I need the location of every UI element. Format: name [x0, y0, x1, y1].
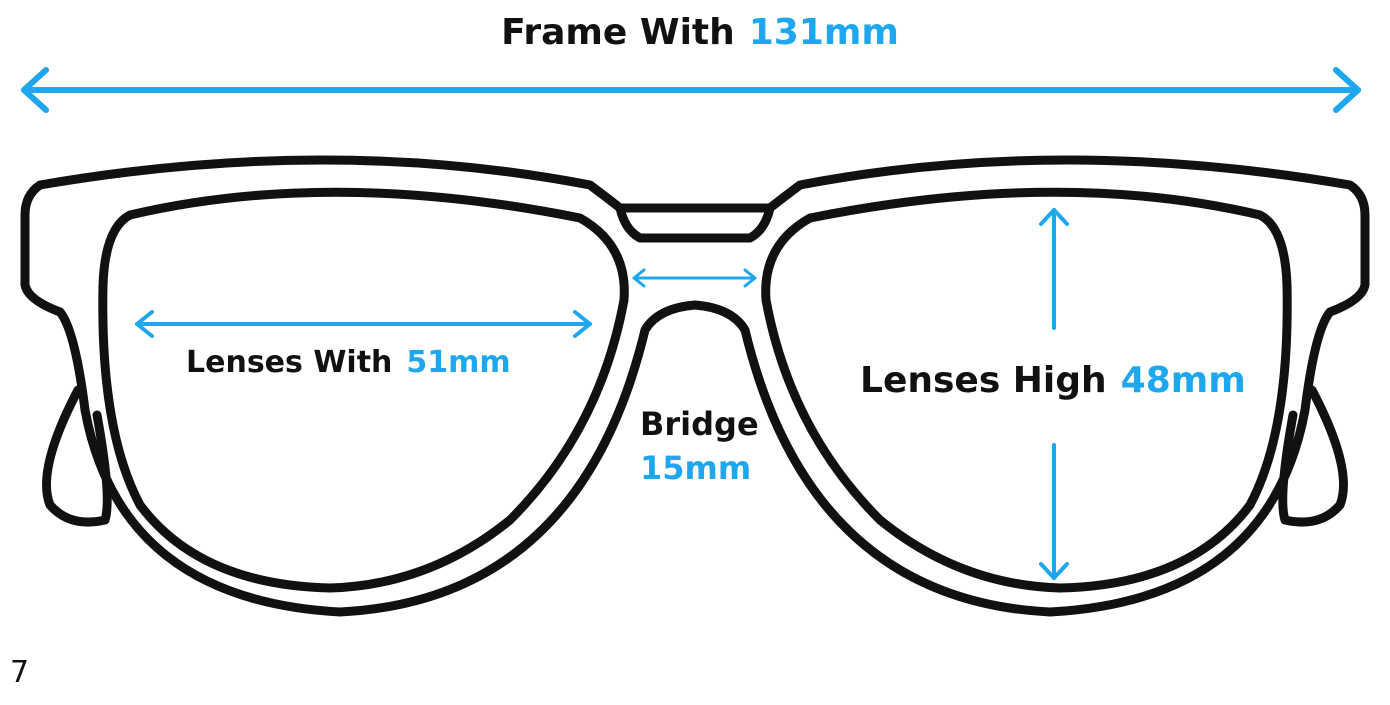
lens-width-text: Lenses With — [186, 345, 393, 380]
lens-height-text: Lenses High — [860, 360, 1107, 401]
frame-width-label: Frame With 131mm — [0, 12, 1390, 53]
frame-outline — [20, 155, 1370, 617]
lens-height-arrow — [1039, 208, 1069, 580]
lens-height-label: Lenses High 48mm — [860, 360, 1246, 401]
bridge-arrow — [632, 268, 757, 288]
frame-width-value: 131mm — [748, 12, 899, 53]
frame-width-arrow — [21, 67, 1361, 113]
right-lens — [761, 187, 1292, 593]
lens-width-value: 51mm — [406, 345, 511, 380]
bridge-value: 15mm — [640, 449, 752, 487]
bridge-text: Bridge — [640, 405, 759, 443]
lens-height-value: 48mm — [1120, 360, 1246, 401]
bridge-bar — [615, 203, 775, 243]
page-number: 7 — [10, 655, 30, 690]
bridge-label: Bridge 15mm — [640, 402, 759, 490]
left-lens — [98, 187, 629, 593]
lens-width-arrow — [135, 310, 592, 338]
lens-width-label: Lenses With 51mm — [186, 345, 511, 380]
frame-width-text: Frame With — [501, 12, 735, 53]
